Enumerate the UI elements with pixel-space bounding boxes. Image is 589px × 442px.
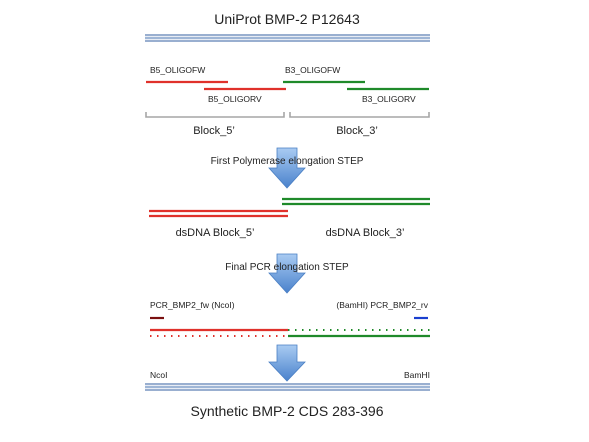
b3-oligo-rv-label: B3_OLIGORV xyxy=(362,94,416,104)
synthetic-cds-line xyxy=(145,383,430,391)
b5-oligo-rv-label: B5_OLIGORV xyxy=(208,94,262,104)
step3-down-arrow xyxy=(268,344,306,382)
uniprot-sequence-line xyxy=(145,34,430,42)
step1-label: First Polymerase elongation STEP xyxy=(211,156,364,167)
bamhi-site-label: BamHI xyxy=(404,370,430,380)
pcr-product-block5 xyxy=(150,328,288,337)
step2-down-arrow xyxy=(268,253,306,294)
step2-label: Final PCR elongation STEP xyxy=(225,262,349,273)
dsdna-block5-label: dsDNA Block_5’ xyxy=(176,227,255,239)
result-label: Synthetic BMP-2 CDS 283-396 xyxy=(191,403,384,419)
dsdna-block5-line xyxy=(149,209,288,218)
step1-down-arrow xyxy=(268,147,306,189)
ncoi-site-label: NcoI xyxy=(150,370,167,380)
primer-fw-label: PCR_BMP2_fw (NcoI) xyxy=(150,300,235,310)
block5-bracket xyxy=(145,112,285,118)
b3-oligo-fw-label: B3_OLIGOFW xyxy=(285,65,340,75)
dsdna-block3-label: dsDNA Block_3’ xyxy=(326,227,405,239)
block3-bracket xyxy=(289,112,430,118)
dsdna-block3-line xyxy=(282,197,430,206)
block5-label: Block_5’ xyxy=(193,125,235,137)
primer-rv-label: (BamHI) PCR_BMP2_rv xyxy=(336,300,428,310)
pcr-product-block3 xyxy=(288,329,430,338)
block3-label: Block_3’ xyxy=(336,125,378,137)
diagram-title: UniProt BMP-2 P12643 xyxy=(214,11,360,27)
b5-oligo-fw-label: B5_OLIGOFW xyxy=(150,65,205,75)
